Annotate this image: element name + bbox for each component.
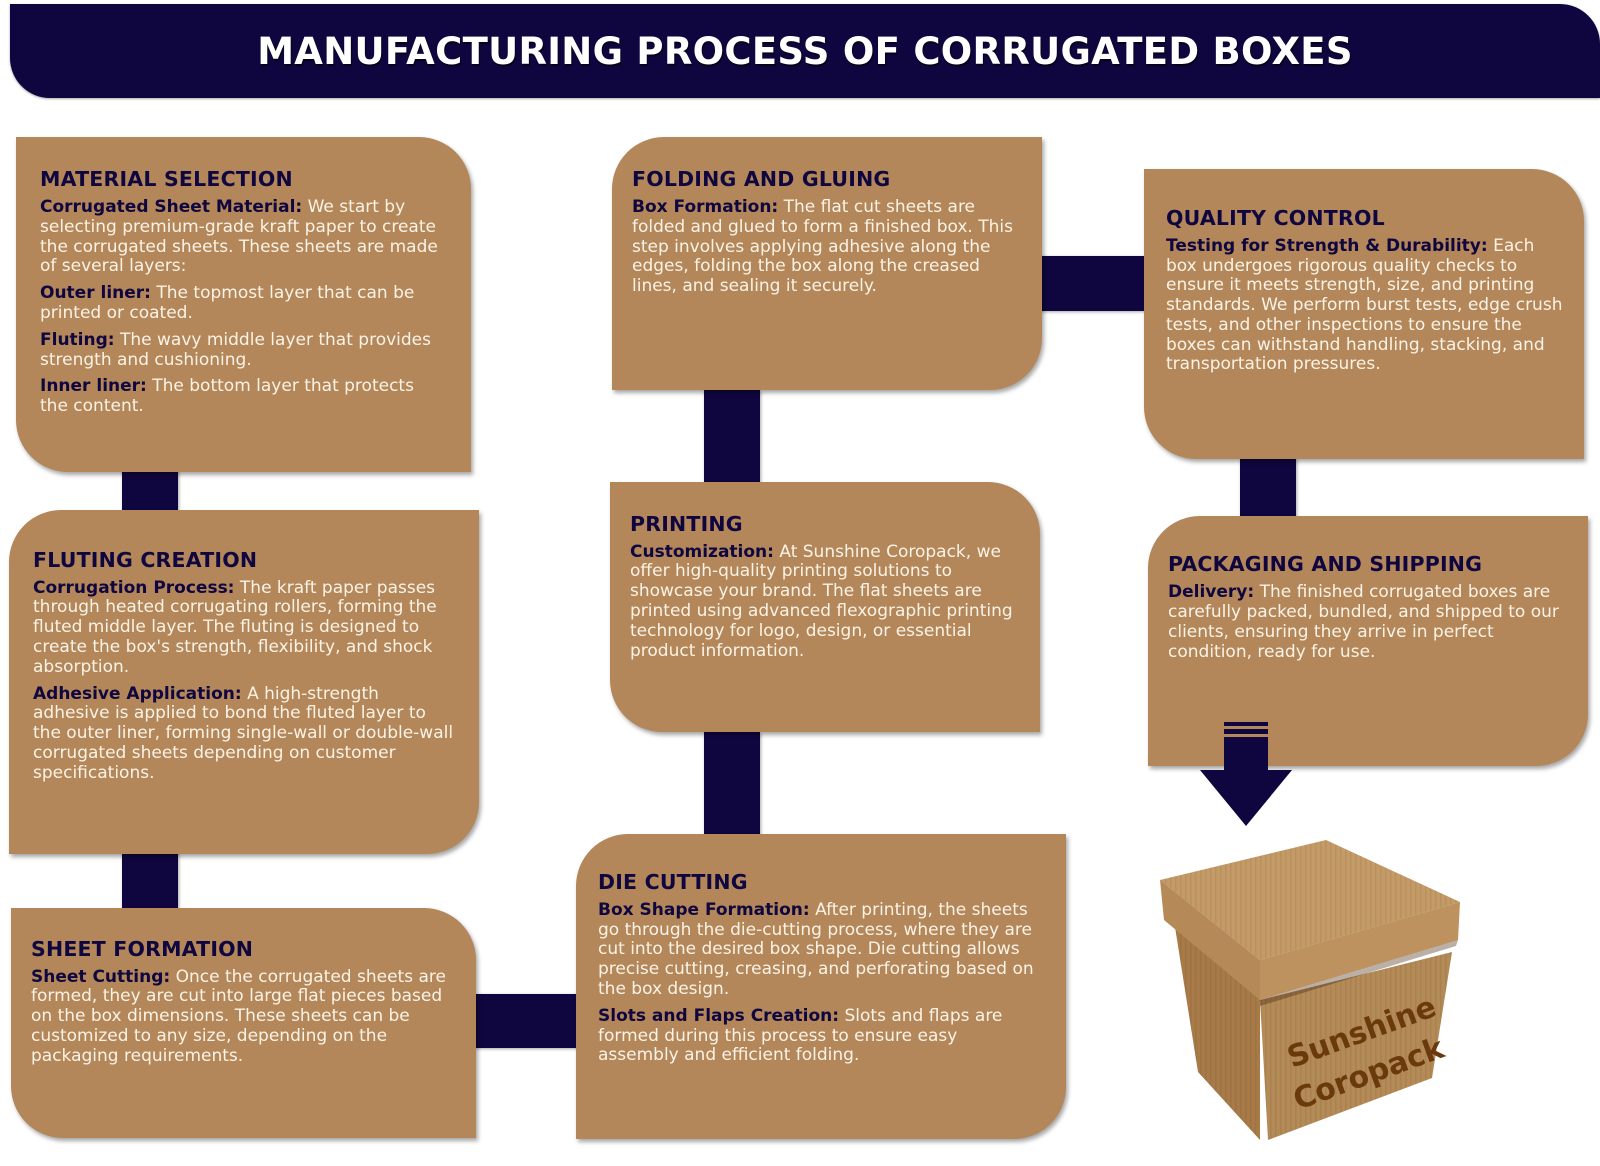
paragraph-label: Inner liner:	[40, 376, 147, 397]
step-paragraph: Corrugated Sheet Material: We start by s…	[40, 197, 447, 277]
paragraph-text: We start by selecting premium-grade kraf…	[40, 197, 438, 277]
connector-printing-to-folding	[704, 390, 760, 484]
paragraph-text: Each box undergoes rigorous quality chec…	[1166, 235, 1563, 375]
step-folding-gluing: FOLDING AND GLUING Box Formation: The fl…	[612, 137, 1042, 390]
step-title: DIE CUTTING	[598, 869, 748, 894]
down-arrow-icon	[1200, 722, 1292, 826]
paragraph-label: Box Shape Formation:	[598, 899, 810, 920]
connector-die-to-printing	[704, 732, 760, 836]
paragraph-label: Slots and Flaps Creation:	[598, 1005, 840, 1026]
paragraph-label: Corrugation Process:	[33, 577, 235, 598]
connector-quality-to-packaging	[1240, 458, 1296, 518]
paragraph-label: Sheet Cutting:	[31, 966, 171, 987]
step-paragraph: Corrugation Process: The kraft paper pas…	[33, 577, 455, 678]
step-paragraph: Slots and Flaps Creation: Slots and flap…	[598, 1005, 1042, 1066]
step-title: MATERIAL SELECTION	[40, 167, 293, 192]
step-material-selection: MATERIAL SELECTION Corrugated Sheet Mate…	[16, 137, 471, 472]
paragraph-label: Customization:	[630, 541, 774, 562]
paragraph-text: After printing, the sheets go through th…	[598, 899, 1034, 999]
connector-sheet-to-die	[474, 994, 578, 1048]
paragraph-text: The wavy middle layer that provides stre…	[40, 329, 431, 370]
paragraph-text: The finished corrugated boxes are carefu…	[1168, 582, 1559, 662]
step-title: FOLDING AND GLUING	[632, 167, 891, 191]
paragraph-text: The flat cut sheets are folded and glued…	[632, 197, 1013, 297]
paragraph-label: Delivery:	[1168, 582, 1255, 603]
step-paragraph: Testing for Strength & Durability: Each …	[1166, 235, 1568, 376]
step-paragraph: Sheet Cutting: Once the corrugated sheet…	[31, 966, 452, 1067]
step-paragraph: Adhesive Application: A high-strength ad…	[33, 683, 455, 784]
connector-fluting-to-sheet	[122, 848, 178, 908]
paragraph-label: Outer liner:	[40, 283, 151, 304]
connector-folding-to-quality	[1040, 256, 1144, 311]
paragraph-text: A high-strength adhesive is applied to b…	[33, 683, 454, 783]
paragraph-label: Corrugated Sheet Material:	[40, 197, 303, 218]
paragraph-text: Once the corrugated sheets are formed, t…	[31, 966, 446, 1066]
paragraph-text: Slots and flaps are formed during this p…	[598, 1005, 1003, 1066]
step-packaging-shipping: PACKAGING AND SHIPPING Delivery: The fin…	[1148, 516, 1588, 766]
paragraph-label: Testing for Strength & Durability:	[1166, 235, 1488, 256]
paragraph-label: Adhesive Application:	[33, 683, 242, 704]
step-printing: PRINTING Customization: At Sunshine Coro…	[610, 482, 1040, 732]
paragraph-label: Fluting:	[40, 329, 115, 350]
paragraph-text: The bottom layer that protects the conte…	[40, 376, 414, 417]
step-quality-control: QUALITY CONTROL Testing for Strength & D…	[1144, 169, 1584, 459]
step-paragraph: Inner liner: The bottom layer that prote…	[40, 376, 447, 417]
step-title: FLUTING CREATION	[33, 547, 258, 572]
paragraph-text: The topmost layer that can be printed or…	[40, 283, 415, 323]
step-paragraph: Outer liner: The topmost layer that can …	[40, 283, 447, 324]
paragraph-text: At Sunshine Coropack, we offer high-qual…	[630, 541, 1013, 661]
step-sheet-formation: SHEET FORMATION Sheet Cutting: Once the …	[11, 908, 476, 1138]
step-paragraph: Fluting: The wavy middle layer that prov…	[40, 329, 447, 371]
paragraph-label: Box Formation:	[632, 197, 779, 217]
step-paragraph: Box Shape Formation: After printing, the…	[598, 899, 1042, 1000]
step-paragraph: Box Formation: The flat cut sheets are f…	[632, 197, 1020, 297]
page-title: MANUFACTURING PROCESS OF CORRUGATED BOXE…	[257, 29, 1353, 73]
step-die-cutting: DIE CUTTING Box Shape Formation: After p…	[576, 834, 1066, 1139]
step-title: QUALITY CONTROL	[1166, 205, 1385, 230]
step-title: PACKAGING AND SHIPPING	[1168, 552, 1483, 577]
paragraph-text: The kraft paper passes through heated co…	[33, 577, 437, 677]
step-fluting-creation: FLUTING CREATION Corrugation Process: Th…	[9, 510, 479, 854]
step-title: SHEET FORMATION	[31, 936, 254, 961]
title-banner: MANUFACTURING PROCESS OF CORRUGATED BOXE…	[10, 4, 1600, 98]
step-paragraph: Customization: At Sunshine Coropack, we …	[630, 541, 1018, 662]
connector-material-to-fluting	[122, 470, 178, 510]
step-paragraph: Delivery: The finished corrugated boxes …	[1168, 582, 1572, 662]
step-title: PRINTING	[630, 511, 743, 536]
cardboard-box-icon: Sunshine Coropack	[1160, 840, 1460, 1140]
